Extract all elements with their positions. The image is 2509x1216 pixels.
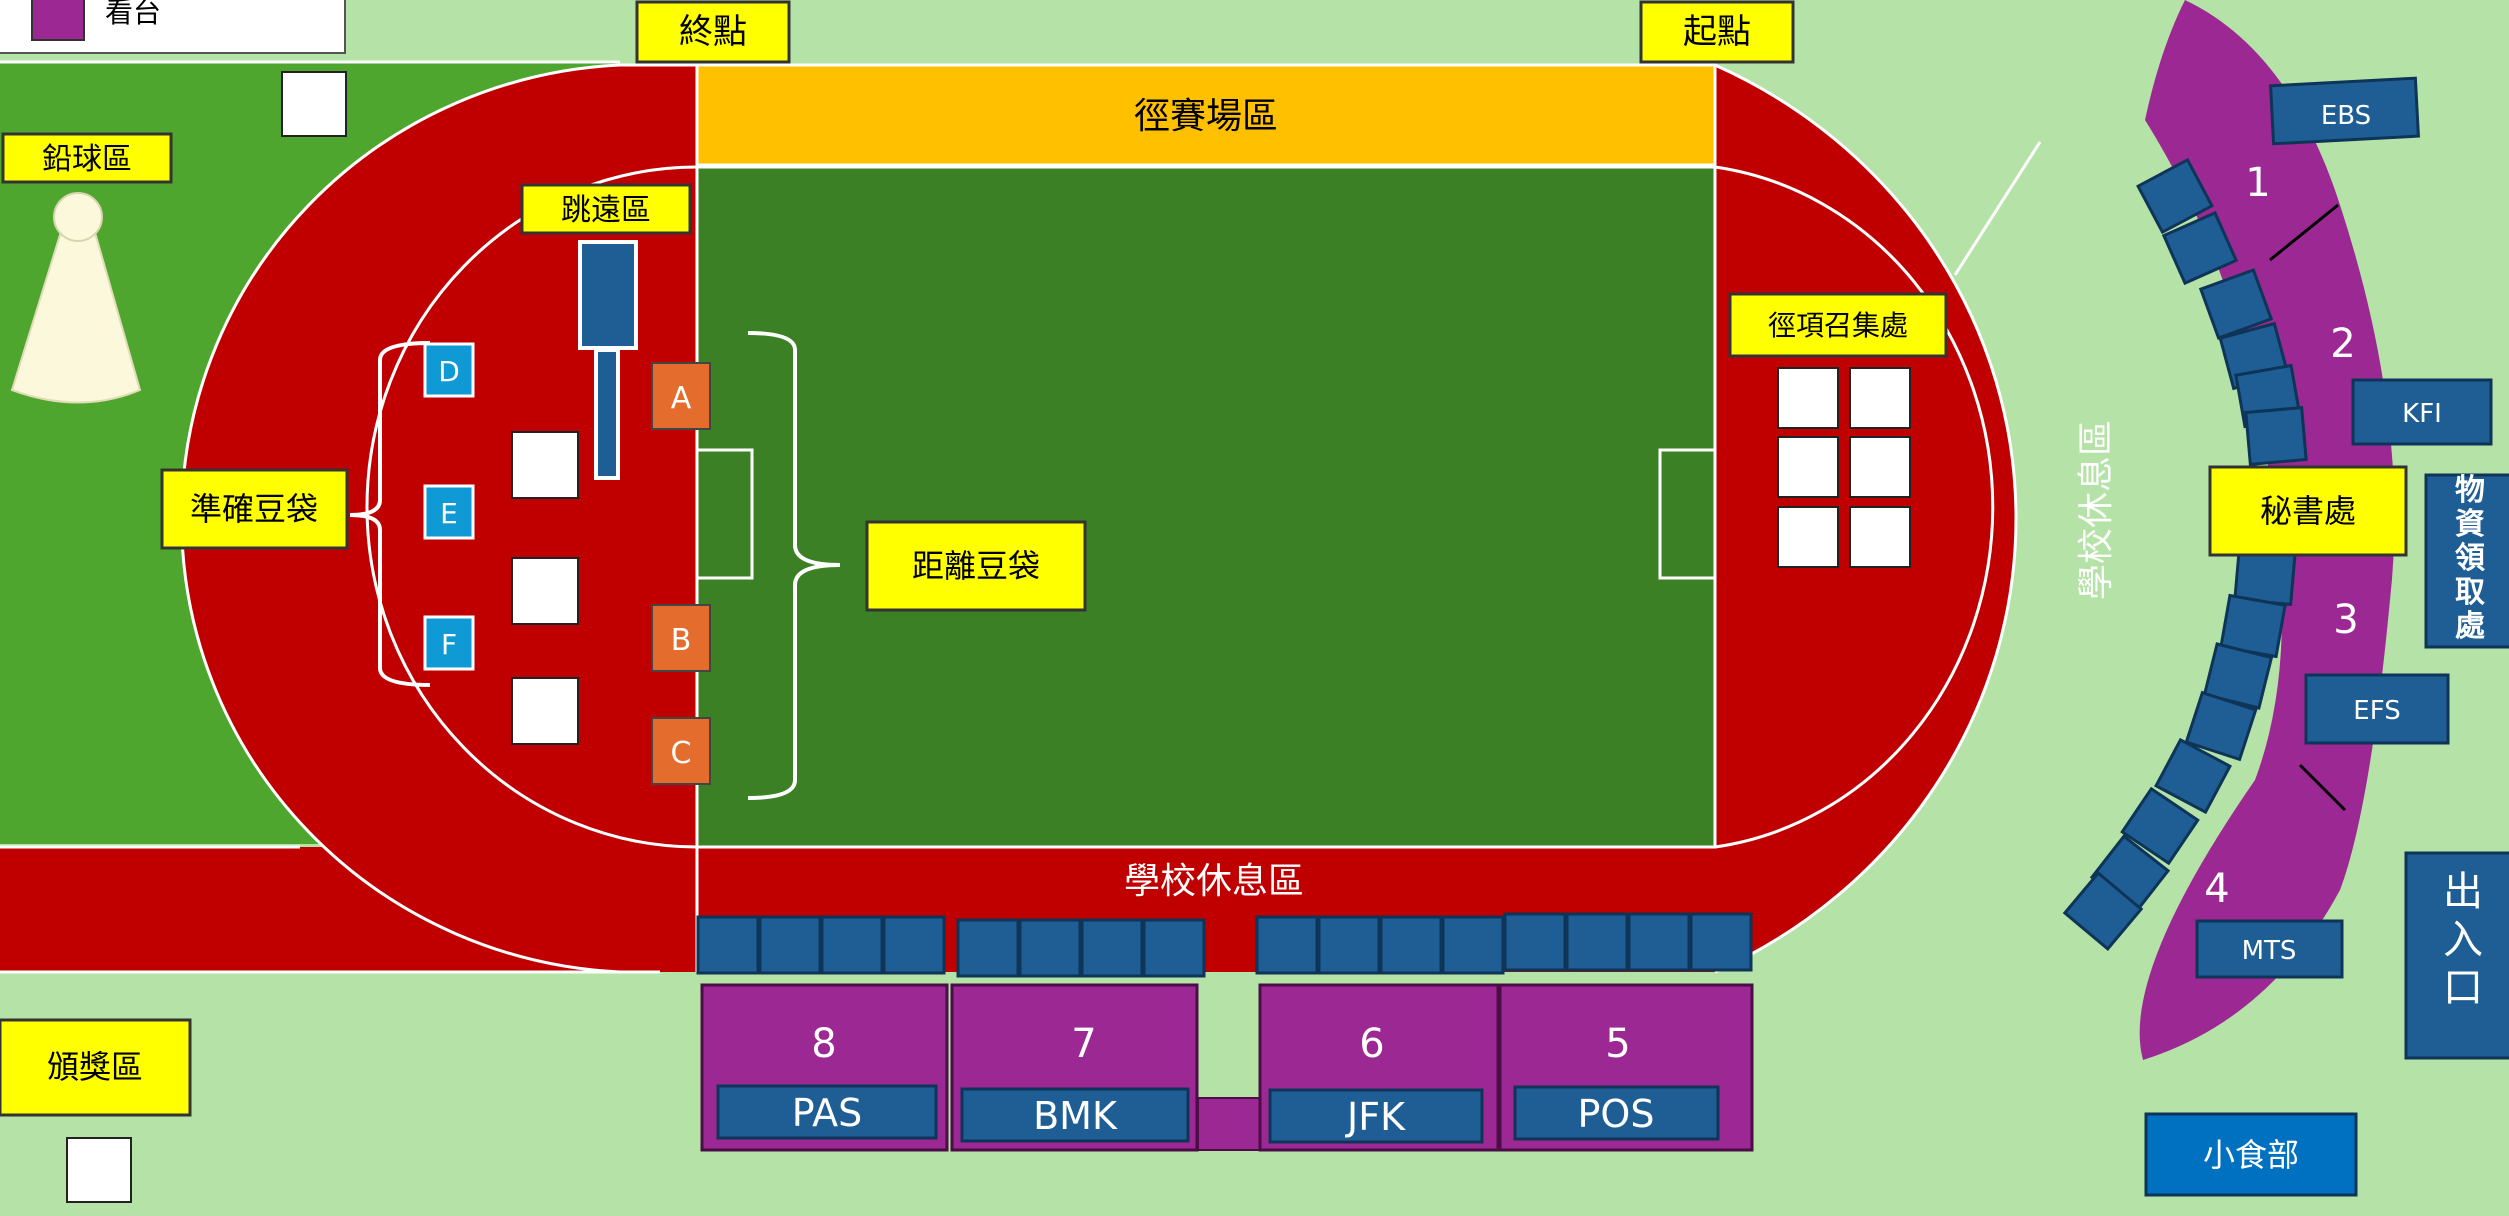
stand-number: 8 [811, 1021, 836, 1067]
distance-marker-a-label: A [671, 381, 692, 416]
awards-label: 頒獎區 [47, 1048, 143, 1086]
long-jump-pit [578, 240, 638, 350]
stand-connector [1197, 1097, 1261, 1151]
track-events-area-label: 徑賽場區 [1134, 96, 1278, 137]
efs-tag-label: EFS [2353, 696, 2400, 726]
target-marker-d [423, 342, 475, 398]
right-seat-row [2062, 157, 2308, 952]
secretariat-label: 秘書處 [2260, 492, 2356, 530]
stand-number: 7 [1071, 1021, 1096, 1067]
stand-number: 5 [1605, 1021, 1630, 1067]
precision-bracket [349, 341, 431, 687]
distance-beanbag-label-box [865, 520, 1087, 612]
stand-number: 4 [2204, 866, 2229, 912]
target-marker-f-label: F [441, 628, 457, 661]
goal-area-right [1658, 448, 1717, 580]
start-label: 起點 [1683, 12, 1751, 52]
kfi-tag-label: KFI [2402, 399, 2442, 429]
stand-number: 2 [2330, 321, 2355, 367]
target-marker-d-label: D [438, 355, 460, 388]
callroom-seat-square [1849, 367, 1911, 429]
finish-label: 終點 [679, 12, 747, 52]
bottom-stand-7: 7 BMK [950, 983, 1199, 1152]
kfi-tag [2351, 378, 2493, 446]
precision-target-square [511, 677, 579, 745]
start-label-box [1639, 0, 1795, 64]
football-field [695, 165, 1717, 849]
distance-marker-b-label: B [671, 623, 692, 658]
callroom-seat-square [1777, 367, 1839, 429]
long-jump-runway [594, 348, 620, 480]
stand-number: 1 [2245, 160, 2270, 206]
track-callroom-label: 徑項召集處 [1768, 309, 1908, 342]
exit-label: 出入口 [2443, 869, 2483, 1011]
legend-stands-label: 看台 [105, 0, 161, 29]
callroom-seat-square [1777, 436, 1839, 498]
school-rest-label-vertical: 學校休息區 [2076, 420, 2117, 600]
mts-tag [2195, 919, 2344, 979]
school-rest-label-bottom: 學校休息區 [1124, 861, 1304, 902]
stand-number: 3 [2333, 597, 2358, 643]
stand-divider [2298, 763, 2347, 812]
shot-put-label-box [1, 132, 173, 184]
callroom-seat-square [1777, 506, 1839, 568]
ebs-tag-label: EBS [2321, 101, 2371, 131]
track-outer-line [620, 63, 2018, 974]
track-straight-extension [0, 847, 660, 972]
distance-marker-b [651, 604, 711, 672]
legend-stand-swatch [31, 0, 85, 41]
shot-put-sector [10, 221, 142, 404]
stand-school-name: BMK [1033, 1094, 1118, 1138]
target-marker-f [423, 615, 475, 671]
stand-school-name: POS [1578, 1092, 1655, 1136]
target-marker-e [423, 484, 475, 540]
track-events-area [695, 63, 1717, 167]
stand-school-name: PAS [792, 1091, 863, 1135]
distance-bracket [747, 331, 841, 800]
ebs-tag [2269, 76, 2420, 146]
precision-beanbag-label: 準確豆袋 [190, 490, 318, 528]
tuck-shop-label: 小食部 [2203, 1136, 2299, 1174]
track-callroom-label-box [1728, 292, 1948, 358]
exit-box [2404, 851, 2509, 1060]
track-start-line [1953, 141, 2042, 276]
callroom-seat-square [1849, 436, 1911, 498]
stand-school-name: JFK [1345, 1095, 1406, 1139]
awards-label-box [0, 1018, 192, 1117]
track-inner-line [365, 165, 1995, 849]
distance-marker-c-label: C [671, 736, 692, 771]
bottom-stand-5: 5 POS [1498, 983, 1754, 1152]
bottom-seat-row [696, 912, 1753, 978]
distance-marker-a [651, 362, 711, 430]
secretariat-label-box [2208, 465, 2408, 557]
callroom-seat-square [1849, 506, 1911, 568]
bottom-stand-6: 6 JFK [1258, 983, 1500, 1152]
supplies-pickup-label: 物資領取處 [2455, 473, 2485, 644]
precision-target-square [511, 431, 579, 499]
efs-tag [2304, 673, 2450, 745]
tuck-shop-box [2144, 1112, 2358, 1197]
precision-beanbag-label-box [160, 468, 349, 550]
finish-label-box [635, 0, 791, 64]
shot-put-circle [53, 192, 103, 242]
goal-area-left [695, 448, 754, 580]
bottom-stand-8: 8 PAS [700, 983, 949, 1152]
long-jump-label: 跳遠區 [561, 193, 651, 228]
distance-beanbag-label: 距離豆袋 [912, 547, 1040, 585]
precision-target-square [511, 557, 579, 625]
awards-podium-square [66, 1137, 132, 1203]
white-marker-square [281, 71, 347, 137]
stand-divider [2269, 203, 2339, 262]
target-marker-e-label: E [440, 497, 458, 530]
supplies-pickup-box [2424, 473, 2509, 649]
stand-number: 6 [1359, 1021, 1384, 1067]
shot-put-label: 鉛球區 [42, 142, 132, 177]
long-jump-label-box [520, 183, 692, 235]
mts-tag-label: MTS [2242, 936, 2297, 966]
distance-marker-c [651, 717, 711, 785]
